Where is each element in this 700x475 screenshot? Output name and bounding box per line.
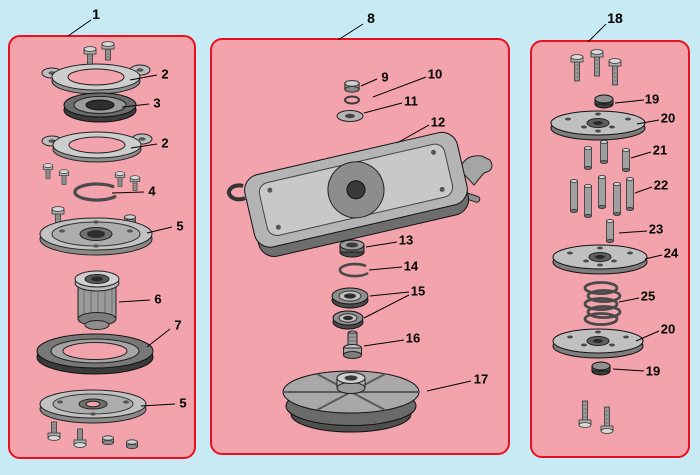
callout-part-5a: 5 [176, 218, 184, 234]
callout-part-19b: 19 [645, 363, 661, 379]
callout-part-16: 16 [405, 330, 421, 346]
callout-part-15: 15 [410, 283, 426, 299]
callout-part-12: 12 [430, 114, 446, 130]
callout-part-2a: 2 [161, 66, 169, 82]
callout-part-23: 23 [648, 221, 664, 237]
panel-label-8: 8 [367, 10, 375, 26]
callout-part-17: 17 [473, 371, 489, 387]
callout-part-24: 24 [663, 245, 679, 261]
callout-part-21: 21 [652, 142, 668, 158]
callout-part-19a: 19 [644, 91, 660, 107]
panel-label-1: 1 [92, 6, 100, 22]
callout-part-9: 9 [381, 69, 389, 85]
callout-part-11: 11 [404, 93, 418, 109]
callout-part-14: 14 [403, 258, 419, 274]
callout-part-5b: 5 [179, 395, 187, 411]
callout-part-3: 3 [153, 95, 161, 111]
callout-part-2b: 2 [161, 135, 169, 151]
callout-part-25: 25 [640, 288, 656, 304]
callout-part-7: 7 [174, 317, 182, 333]
assembly-panel-1 [8, 35, 196, 459]
panel-label-18: 18 [607, 10, 623, 26]
callout-part-20a: 20 [660, 110, 676, 126]
callout-part-22: 22 [653, 177, 669, 193]
callout-part-6: 6 [154, 291, 162, 307]
callout-part-13: 13 [398, 232, 414, 248]
callout-part-20b: 20 [660, 321, 676, 337]
assembly-panel-8 [210, 38, 510, 455]
callout-part-10: 10 [427, 66, 443, 82]
callout-part-4: 4 [148, 183, 156, 199]
